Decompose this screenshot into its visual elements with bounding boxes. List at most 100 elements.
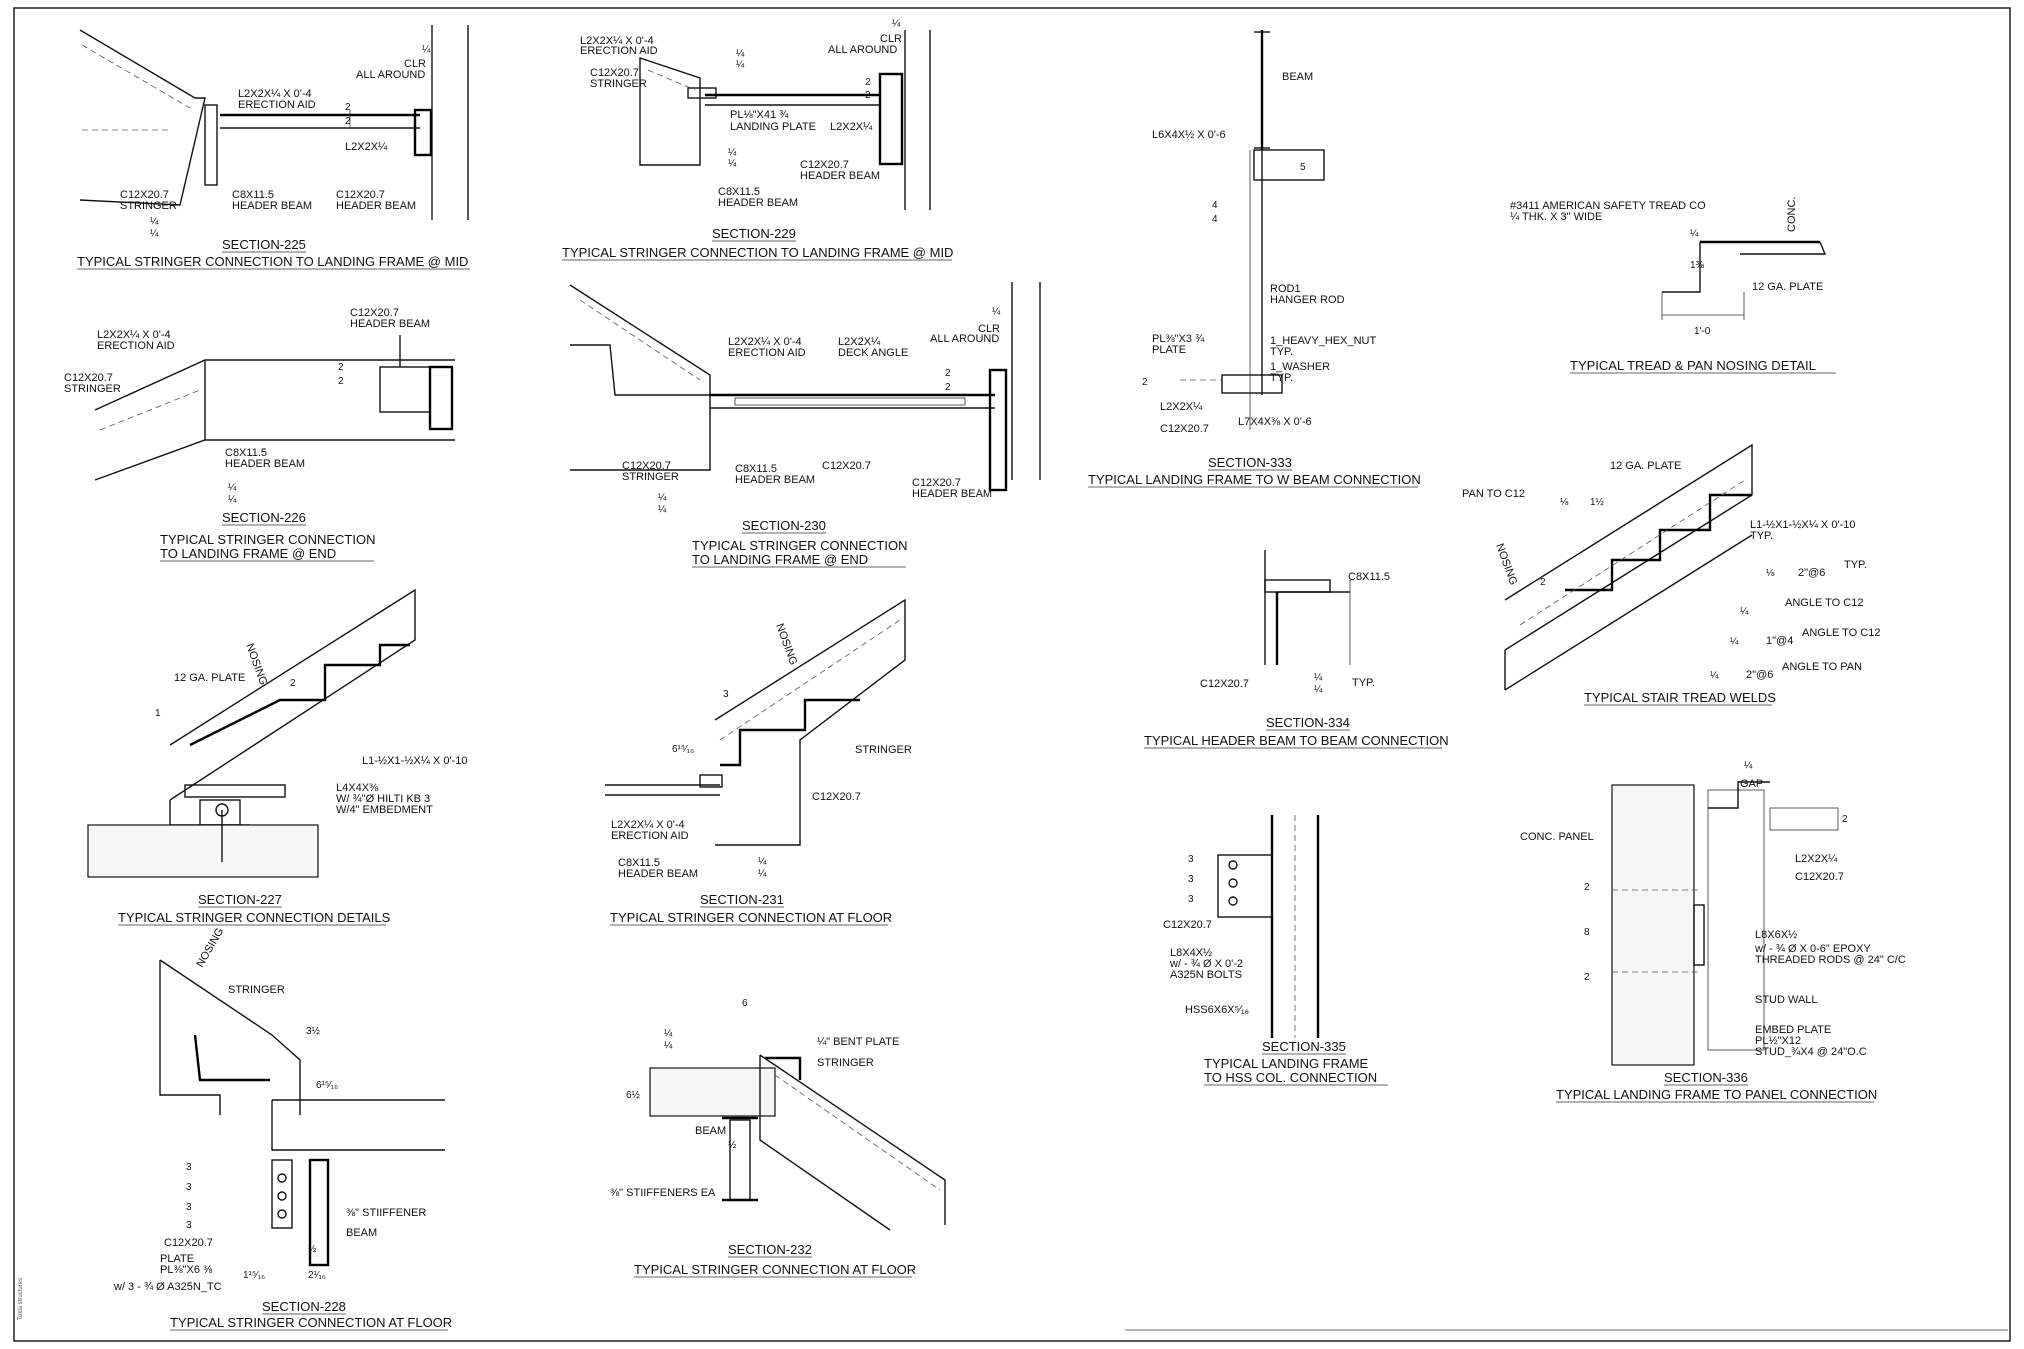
- label: DECK ANGLE: [838, 347, 908, 359]
- weld-symbol: ¼: [1314, 683, 1323, 695]
- dimension: 2: [1540, 577, 1546, 588]
- dimension: ¼: [422, 43, 431, 55]
- section-title: TYPICAL STRINGER CONNECTION AT FLOOR: [634, 1262, 916, 1277]
- label: STRINGER: [817, 1057, 874, 1069]
- label: L2X2X¼: [1160, 401, 1203, 413]
- label: L4X4X⅜: [336, 782, 379, 794]
- label: NOSING: [194, 926, 226, 970]
- label: C12X20.7: [1200, 678, 1249, 690]
- dimension: 2: [945, 382, 951, 393]
- weld-symbol: ¼: [728, 157, 737, 169]
- section-title: TYPICAL LANDING FRAME TO W BEAM CONNECTI…: [1088, 472, 1421, 487]
- dimension: 2: [1842, 814, 1848, 825]
- label: C8X11.5: [1348, 571, 1390, 583]
- label: PL⅜"X6 ⅜: [160, 1264, 213, 1276]
- weld-symbol: ¼: [736, 58, 745, 70]
- weld-symbol: ¼: [664, 1027, 673, 1039]
- label: L2X2X¼: [838, 336, 881, 348]
- section-336: ¼ GAP 2 CONC. PANEL L2X2X¼ C12X20.7 2 8 …: [1520, 759, 1906, 1103]
- weld-symbol: ¼: [658, 491, 667, 503]
- label: BEAM: [346, 1227, 377, 1239]
- label: PL⅛"X41 ¾: [730, 109, 789, 121]
- label: BEAM: [1282, 71, 1313, 83]
- label: W/ ¾"Ø HILTI KB 3: [336, 793, 430, 805]
- label: w/ 3 - ¾ Ø A325N_TC: [113, 1281, 222, 1293]
- dimension: ¼: [1690, 227, 1699, 239]
- label: HEADER BEAM: [718, 197, 798, 209]
- label: L1-½X1-½X¼ X 0'-10: [1750, 519, 1855, 531]
- label: PLATE: [160, 1253, 194, 1265]
- weld-symbol: ¼: [150, 227, 159, 239]
- label: L8X4X½: [1170, 947, 1212, 959]
- label: L2X2X¼ X 0'-4: [97, 329, 171, 341]
- dimension: 5: [1300, 162, 1306, 173]
- label: C12X20.7: [64, 372, 113, 384]
- label: PAN TO C12: [1462, 488, 1525, 500]
- label: ALL AROUND: [930, 333, 999, 345]
- weld-symbol: ¼: [228, 493, 237, 505]
- label: HEADER BEAM: [912, 488, 992, 500]
- dimension: 2: [1584, 882, 1590, 893]
- section-title: TYPICAL STRINGER CONNECTION AT FLOOR: [170, 1315, 452, 1330]
- label: HEADER BEAM: [618, 868, 698, 880]
- weld-symbol: ¼: [658, 503, 667, 515]
- label: L2X2X¼ X 0'-4: [728, 336, 802, 348]
- dimension: 2: [345, 102, 351, 113]
- section-number: SECTION-333: [1208, 455, 1292, 470]
- label: HEADER BEAM: [350, 318, 430, 330]
- label: C8X11.5: [232, 189, 274, 201]
- label: STRINGER: [64, 383, 121, 395]
- label: ¼" BENT PLATE: [817, 1036, 899, 1048]
- label: ALL AROUND: [356, 69, 425, 81]
- dimension: 3: [1188, 894, 1194, 905]
- weld-symbol: ¼: [150, 215, 159, 227]
- section-number: SECTION-230: [742, 518, 826, 533]
- label: STUD_¾X4 @ 24"O.C: [1755, 1046, 1867, 1058]
- dimension: 2¹⁄₁₆: [308, 1270, 326, 1281]
- label: L7X4X⅜ X 0'-6: [1238, 416, 1312, 428]
- label: L2X2X¼ X 0'-4: [580, 35, 654, 47]
- label: ⅜" STIIFFENER: [346, 1207, 426, 1219]
- section-title: TYPICAL LANDING FRAME: [1204, 1056, 1369, 1071]
- label: TYP.: [1352, 677, 1375, 689]
- dimension: 2: [290, 678, 296, 689]
- dimension: 3: [186, 1220, 192, 1231]
- dimension: 1: [155, 708, 161, 719]
- dimension: 3: [186, 1182, 192, 1193]
- dimension: 2: [338, 376, 344, 387]
- label: L2X2X¼ X 0'-4: [611, 819, 685, 831]
- weld-symbol: ¼: [736, 47, 745, 59]
- weld-symbol: ¼: [1740, 605, 1749, 617]
- label: ⅜" STIIFFENERS EA: [610, 1187, 716, 1199]
- label: L8X6X½: [1755, 929, 1797, 941]
- label: BEAM: [695, 1125, 726, 1137]
- section-number: SECTION-334: [1266, 715, 1350, 730]
- dimension: 2: [1584, 972, 1590, 983]
- label: C12X20.7: [1163, 919, 1212, 931]
- section-title: TYPICAL STRINGER CONNECTION TO LANDING F…: [562, 245, 953, 260]
- label: PL⅜"X3 ¾: [1152, 333, 1205, 345]
- section-title: TYPICAL TREAD & PAN NOSING DETAIL: [1570, 358, 1816, 373]
- dimension: ¼: [892, 17, 901, 29]
- label: C8X11.5: [618, 857, 660, 869]
- label: ALL AROUND: [828, 44, 897, 56]
- label: HANGER ROD: [1270, 294, 1345, 306]
- weld-symbol: ¼: [758, 855, 767, 867]
- label: CLR: [978, 323, 1000, 335]
- section-title: TYPICAL STAIR TREAD WELDS: [1584, 690, 1776, 705]
- label: ERECTION AID: [238, 99, 316, 111]
- label: L2X2X¼: [1795, 853, 1838, 865]
- label: ERECTION AID: [728, 347, 806, 359]
- label: ANGLE TO C12: [1802, 627, 1880, 639]
- label: NOSING: [773, 622, 799, 667]
- section-225: L2X2X¼ X 0'-4 ERECTION AID L2X2X¼ C12X20…: [77, 25, 470, 270]
- weld-symbol: ¼: [728, 146, 737, 158]
- section-227: NOSING 2 12 GA. PLATE 1 L1-½X1-½X¼ X 0'-…: [87, 588, 467, 926]
- label: C12X20.7: [1160, 423, 1209, 435]
- dimension: 1'-0: [1694, 326, 1711, 337]
- section-number: SECTION-232: [728, 1242, 812, 1257]
- label: ANGLE TO C12: [1785, 597, 1863, 609]
- label: w/ - ¾ Ø X 0-6" EPOXY: [1754, 943, 1871, 955]
- label: ANGLE TO PAN: [1782, 661, 1862, 673]
